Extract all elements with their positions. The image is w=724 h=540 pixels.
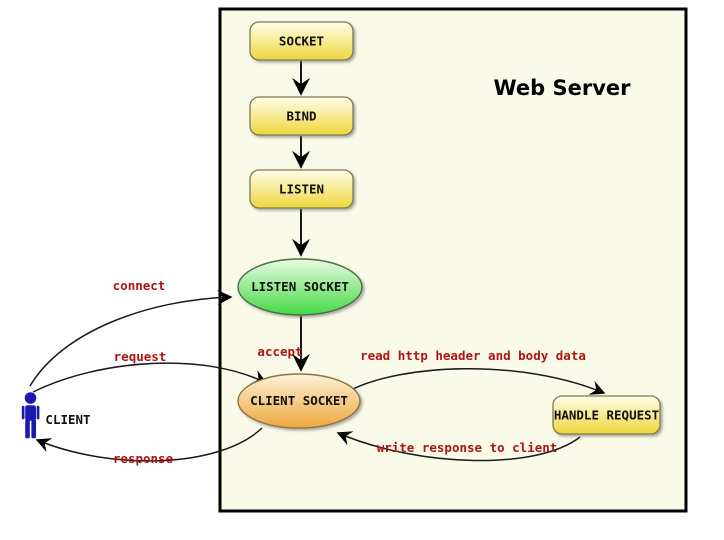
node-socket: SOCKET xyxy=(249,21,354,61)
node-listen: LISTEN xyxy=(249,169,354,209)
edge-label-connect: connect xyxy=(113,278,166,293)
edge-label-write-response: write response to client xyxy=(377,440,558,455)
node-handle-request-label: HANDLE REQUEST xyxy=(554,408,659,423)
node-bind: BIND xyxy=(249,96,354,136)
node-listen-socket-label: LISTEN SOCKET xyxy=(251,279,349,294)
edge-label-accept: accept xyxy=(257,344,302,359)
panel-title: Web Server xyxy=(493,76,631,100)
edge-write-response xyxy=(336,431,581,462)
edge-label-read-http: read http header and body data xyxy=(360,348,586,363)
edge-label-request: request xyxy=(114,349,167,364)
node-client-socket-label: CLIENT SOCKET xyxy=(250,393,348,408)
edge-request xyxy=(32,362,268,393)
edge-label-response: response xyxy=(113,451,174,466)
node-socket-label: SOCKET xyxy=(279,34,324,49)
node-handle-request: HANDLE REQUEST xyxy=(552,395,661,435)
edge-response xyxy=(35,427,263,462)
node-listen-label: LISTEN xyxy=(279,182,324,197)
node-listen-socket: LISTEN SOCKET xyxy=(237,258,363,316)
node-client-socket: CLIENT SOCKET xyxy=(237,373,361,429)
client-label: CLIENT xyxy=(45,412,90,427)
edge-connect xyxy=(29,289,233,387)
edge-read-http xyxy=(348,367,606,395)
node-bind-label: BIND xyxy=(286,109,316,124)
client-person-icon xyxy=(21,392,40,439)
